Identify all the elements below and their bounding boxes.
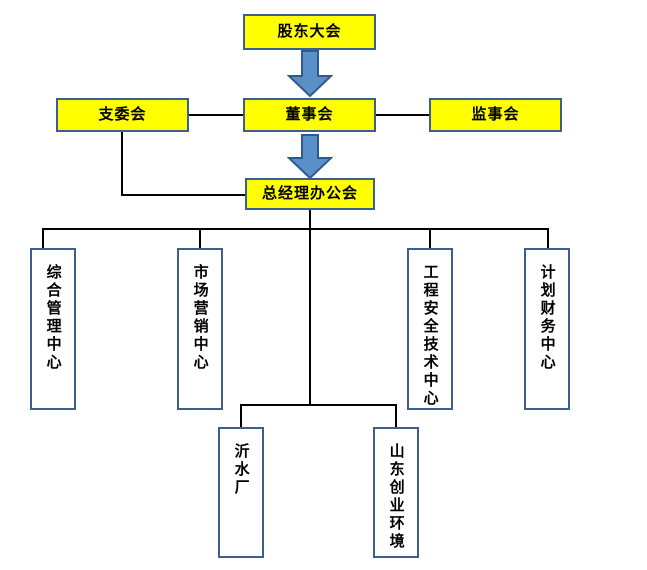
node-shareholders-meeting-label: 股东大会 xyxy=(277,22,342,41)
connector-branch-to-gm-office xyxy=(121,194,245,196)
connector-gm-office-drop xyxy=(309,210,311,230)
node-yishui-plant-label: 沂水厂 xyxy=(232,443,251,497)
connector-drop-engineering xyxy=(429,228,431,248)
connector-board-to-supervisors xyxy=(376,114,429,116)
node-board-of-directors-label: 董事会 xyxy=(285,105,334,124)
arrow-shareholders-to-board xyxy=(287,50,333,98)
connector-drop-yishui-plant xyxy=(240,404,242,428)
node-board-of-supervisors[interactable]: 监事会 xyxy=(429,98,562,132)
connector-branch-to-board xyxy=(189,114,243,116)
connector-main-bus xyxy=(42,228,549,230)
node-comprehensive-management-center[interactable]: 综合管理中心 xyxy=(30,248,76,410)
node-engineering-safety-tech-center-label: 工程安全技术中心 xyxy=(421,264,440,408)
node-yishui-plant[interactable]: 沂水厂 xyxy=(218,427,264,558)
connector-drop-comprehensive xyxy=(42,228,44,248)
node-board-of-supervisors-label: 监事会 xyxy=(471,105,520,124)
connector-drop-shandong-chuangye xyxy=(395,404,397,428)
node-marketing-center[interactable]: 市场营销中心 xyxy=(177,248,223,410)
connector-plants-bus xyxy=(240,404,397,406)
node-engineering-safety-tech-center[interactable]: 工程安全技术中心 xyxy=(407,248,453,410)
connector-branch-drop xyxy=(121,132,123,195)
node-party-branch-committee[interactable]: 支委会 xyxy=(56,98,189,132)
node-marketing-center-label: 市场营销中心 xyxy=(191,264,210,372)
node-board-of-directors[interactable]: 董事会 xyxy=(243,98,376,132)
node-general-manager-office-label: 总经理办公会 xyxy=(261,184,358,203)
connector-center-spine xyxy=(309,228,311,405)
node-general-manager-office[interactable]: 总经理办公会 xyxy=(245,178,375,210)
connector-drop-finance xyxy=(547,228,549,248)
node-shandong-chuangye-environment[interactable]: 山东创业环境 xyxy=(373,427,419,558)
node-planning-finance-center-label: 计划财务中心 xyxy=(538,264,557,372)
arrow-board-to-gm-office xyxy=(287,134,333,180)
node-shandong-chuangye-environment-label: 山东创业环境 xyxy=(387,443,406,551)
node-planning-finance-center[interactable]: 计划财务中心 xyxy=(524,248,570,410)
node-party-branch-committee-label: 支委会 xyxy=(98,105,147,124)
node-shareholders-meeting[interactable]: 股东大会 xyxy=(243,14,376,50)
connector-drop-marketing xyxy=(199,228,201,248)
node-comprehensive-management-center-label: 综合管理中心 xyxy=(44,264,63,372)
